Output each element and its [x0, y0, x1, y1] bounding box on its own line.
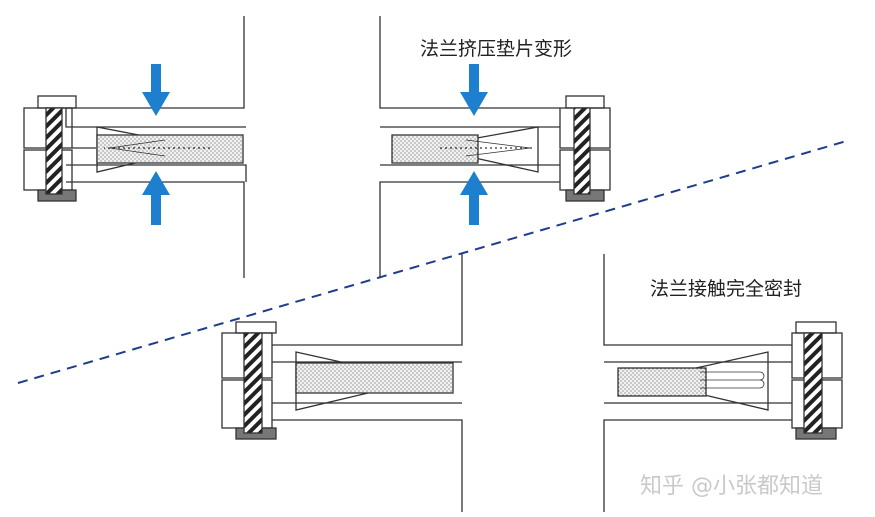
label-gasket-deform: 法兰挤压垫片变形	[420, 38, 573, 60]
panel-top-right	[379, 16, 611, 278]
panel-bottom-left	[221, 254, 463, 512]
gasket-body	[617, 367, 707, 397]
label-full-seal: 法兰接触完全密封	[650, 278, 803, 300]
gasket-tapered	[695, 351, 769, 411]
gasket-body	[96, 134, 244, 164]
pressure-arrows-top-right	[460, 64, 488, 225]
watermark: 知乎 @小张都知道	[640, 474, 823, 499]
dashed-separator	[17, 139, 851, 384]
panel-bottom-right	[603, 254, 843, 512]
panel-top-left	[23, 16, 247, 278]
gasket-body	[391, 134, 479, 164]
gasket-body	[295, 362, 454, 394]
pressure-arrows-top-left	[142, 64, 170, 225]
